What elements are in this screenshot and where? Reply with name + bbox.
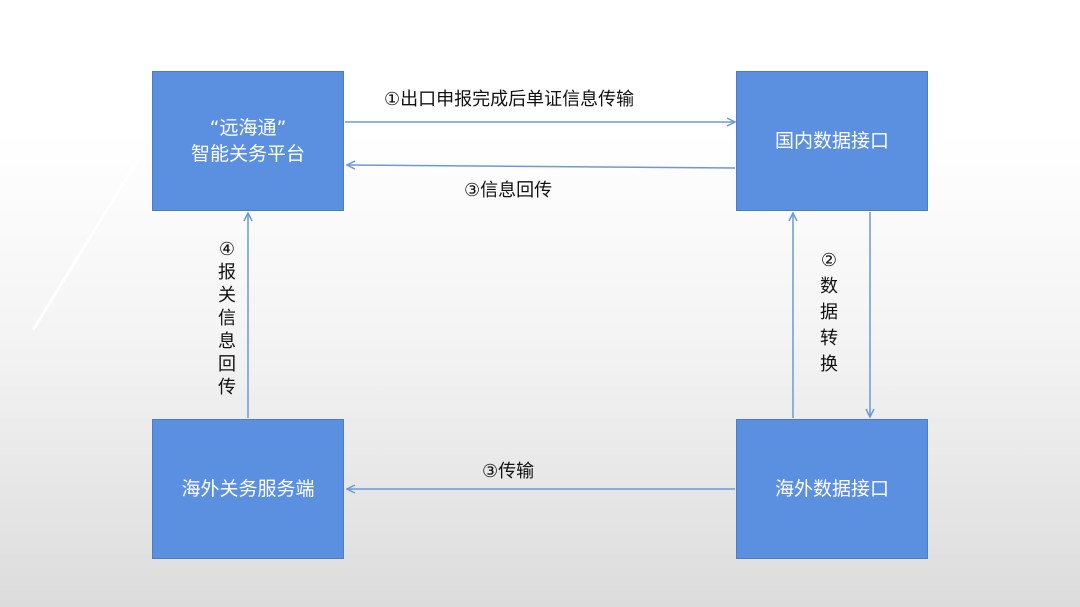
arrow-step3-top: [347, 165, 736, 168]
node-overseas-interface: 海外数据接口: [736, 419, 928, 559]
node-overseas-service: 海外关务服务端: [152, 419, 344, 559]
node-platform-line2: 智能关务平台: [190, 143, 305, 165]
node-platform-line1: “远海通”: [209, 117, 287, 139]
node-platform: “远海通” 智能关务平台: [152, 71, 344, 211]
edge-label-step3-top: ③信息回传: [464, 180, 553, 201]
node-overseas-service-label: 海外关务服务端: [181, 478, 315, 500]
node-domestic-interface: 国内数据接口: [736, 71, 928, 211]
node-domestic-interface-label: 国内数据接口: [774, 130, 889, 152]
edge-label-step4: ④报关信息回传: [218, 239, 236, 398]
edge-label-step1: ①出口申报完成后单证信息传输: [384, 89, 635, 110]
node-overseas-interface-label: 海外数据接口: [774, 478, 889, 500]
edge-label-step2: ②数据转换: [820, 250, 838, 375]
edge-label-step3-bottom: ③传输: [482, 461, 535, 482]
